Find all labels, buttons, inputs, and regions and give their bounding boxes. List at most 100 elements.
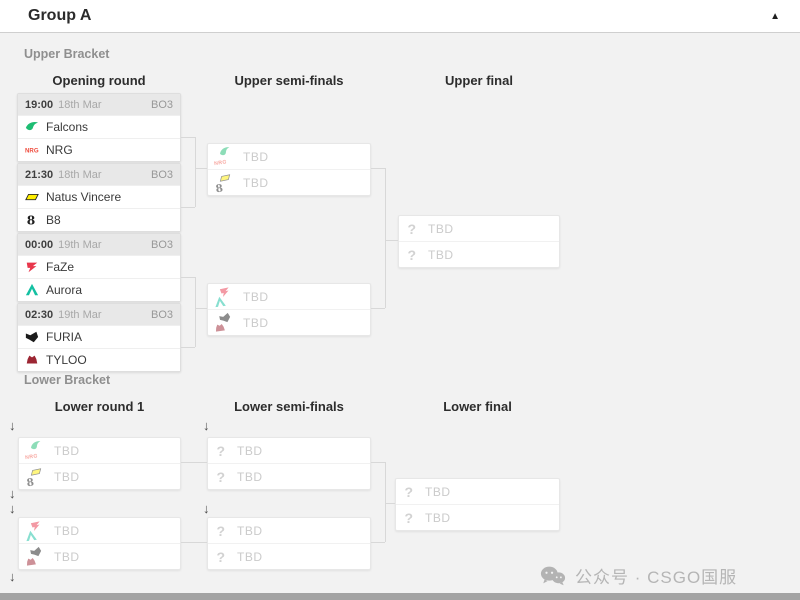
possible-teams-cluster: 8 <box>25 465 45 489</box>
tbd-label: TBD <box>428 221 454 236</box>
tbd-slot: ? TBD <box>399 241 559 267</box>
bracket-connector <box>371 168 385 169</box>
lower-round1-match-2: TBD TBD <box>18 517 181 570</box>
tbd-label: TBD <box>237 549 263 564</box>
faze-logo-icon <box>218 284 232 298</box>
b8-logo-icon: 8 <box>25 213 39 227</box>
drop-down-arrow-icon: ↓ <box>9 569 16 584</box>
navi-logo-icon <box>29 464 43 478</box>
watermark: 公众号 · CSGO国服 <box>540 563 737 588</box>
bracket-connector <box>181 347 195 348</box>
question-icon: ? <box>216 468 226 485</box>
drop-down-arrow-icon: ↓ <box>203 418 210 433</box>
tyloo-logo-icon <box>24 555 38 569</box>
bracket-connector <box>385 503 395 504</box>
bracket-connector <box>195 308 207 309</box>
bracket-connector <box>371 308 385 309</box>
tbd-slot: ? TBD <box>208 518 370 543</box>
bottom-edge-bar <box>0 593 800 600</box>
match-card-falcons-nrg[interactable]: 19:00 18th Mar BO3 Falcons NRG NRG <box>17 93 181 162</box>
team-row-furia[interactable]: FURIA <box>18 325 180 348</box>
match-time: 19:00 <box>25 98 54 111</box>
falcons-logo-icon <box>25 120 39 134</box>
bracket-connector <box>181 137 195 138</box>
question-icon: ? <box>407 246 417 263</box>
upper-final: ? TBD ? TBD <box>398 215 560 268</box>
match-format-badge: BO3 <box>150 168 173 181</box>
b8-logo-icon: 8 <box>24 475 38 488</box>
match-card-navi-b8[interactable]: 21:30 18th Mar BO3 Natus Vincere 8 B8 <box>17 163 181 232</box>
tbd-slot: ? TBD <box>396 504 559 530</box>
tbd-label: TBD <box>243 149 269 164</box>
team-name: Falcons <box>46 120 89 134</box>
navi-logo-icon <box>25 190 39 204</box>
bracket-connector <box>195 168 207 169</box>
tbd-label: TBD <box>425 510 451 525</box>
upper-semi-final-2: TBD TBD <box>207 283 371 336</box>
team-row-nrg[interactable]: NRG NRG <box>18 138 180 161</box>
tbd-slot: 8 TBD <box>208 169 370 195</box>
team-name: FURIA <box>46 330 82 344</box>
column-header-upper-final: Upper final <box>445 73 513 88</box>
team-row-aurora[interactable]: Aurora <box>18 278 180 301</box>
tbd-label: TBD <box>243 289 269 304</box>
team-row-falcons[interactable]: Falcons <box>18 115 180 138</box>
bracket-connector <box>181 277 195 278</box>
tbd-label: TBD <box>243 175 269 190</box>
team-row-faze[interactable]: FaZe <box>18 255 180 278</box>
team-row-navi[interactable]: Natus Vincere <box>18 185 180 208</box>
bracket-connector <box>195 277 196 347</box>
tbd-slot: NRG TBD <box>208 144 370 169</box>
match-header: 19:00 18th Mar BO3 <box>18 94 180 115</box>
tbd-slot: ? TBD <box>208 543 370 569</box>
match-date: 19th Mar <box>58 308 102 321</box>
nrg-logo-icon: NRG <box>24 449 38 463</box>
svg-text:8: 8 <box>215 182 224 194</box>
possible-teams-cluster <box>214 311 234 335</box>
match-header: 02:30 19th Mar BO3 <box>18 304 180 325</box>
wechat-icon <box>540 565 566 586</box>
aurora-logo-icon <box>213 295 227 309</box>
group-title: Group A <box>28 7 92 24</box>
drop-down-arrow-icon: ↓ <box>203 501 210 516</box>
svg-text:8: 8 <box>27 213 36 227</box>
tbd-label: TBD <box>428 247 454 262</box>
nrg-logo-icon: NRG <box>213 155 227 169</box>
possible-teams-cluster: 8 <box>214 171 234 195</box>
question-icon: ? <box>407 220 417 237</box>
match-time: 02:30 <box>25 308 54 321</box>
match-card-furia-tyloo[interactable]: 02:30 19th Mar BO3 FURIA TYLOO <box>17 303 181 372</box>
match-header: 21:30 18th Mar BO3 <box>18 164 180 185</box>
match-date: 19th Mar <box>58 238 102 251</box>
watermark-text: 公众号 · CSGO国服 <box>575 568 738 587</box>
svg-text:NRG: NRG <box>214 159 227 167</box>
match-time: 00:00 <box>25 238 54 251</box>
lower-semi-final-1: ? TBD ? TBD <box>207 437 371 490</box>
possible-teams-cluster <box>25 519 45 543</box>
tbd-slot: ? TBD <box>399 216 559 241</box>
tbd-slot: ? TBD <box>396 479 559 504</box>
lower-final: ? TBD ? TBD <box>395 478 560 531</box>
team-name: FaZe <box>46 260 75 274</box>
tbd-slot: TBD <box>208 309 370 335</box>
match-format-badge: BO3 <box>150 98 173 111</box>
bracket-connector <box>181 462 207 463</box>
team-row-tyloo[interactable]: TYLOO <box>18 348 180 371</box>
falcons-logo-icon <box>29 438 43 452</box>
match-card-faze-aurora[interactable]: 00:00 19th Mar BO3 FaZe Aurora <box>17 233 181 302</box>
tbd-slot: NRG TBD <box>19 438 180 463</box>
tbd-label: TBD <box>54 523 80 538</box>
lower-round1-match-1: NRG TBD 8 TBD <box>18 437 181 490</box>
team-row-b8[interactable]: 8 B8 <box>18 208 180 231</box>
group-header: Group A ▲ <box>0 0 800 33</box>
possible-teams-cluster: NRG <box>25 439 45 463</box>
nrg-logo-icon: NRG <box>25 143 39 157</box>
team-name: NRG <box>46 143 73 157</box>
bracket-connector <box>385 240 398 241</box>
furia-logo-icon <box>218 310 232 324</box>
match-format-badge: BO3 <box>150 238 173 251</box>
team-name: Aurora <box>46 283 83 297</box>
collapse-caret-icon[interactable]: ▲ <box>770 10 780 22</box>
tbd-label: TBD <box>54 443 80 458</box>
